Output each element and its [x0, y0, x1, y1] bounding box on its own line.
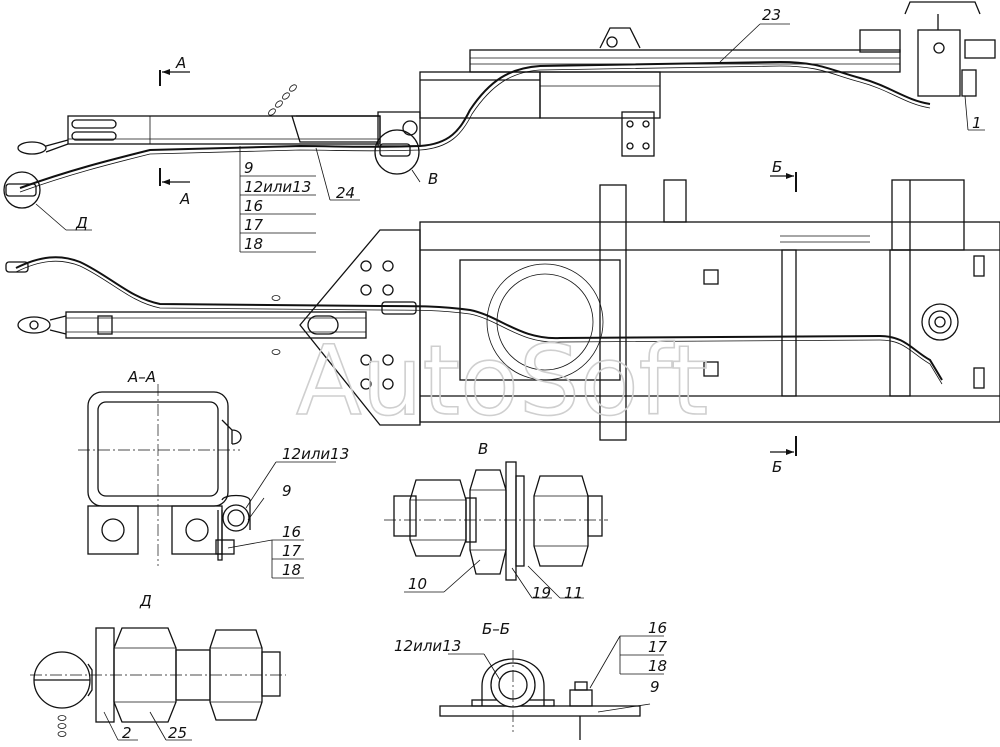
view-bb-title: Б–Б — [482, 620, 510, 638]
label-24: 24 — [336, 184, 355, 202]
brake-hose-plan — [15, 256, 943, 381]
v-nut-left — [409, 479, 467, 557]
watermark: AutoSoft — [296, 325, 708, 437]
bb-stack-17: 17 — [648, 638, 668, 656]
bb-stack-16: 16 — [648, 619, 667, 637]
callout-v-label: В — [428, 170, 438, 188]
section-a-markers — [159, 69, 190, 186]
stack-12or13: 12или13 — [244, 178, 311, 196]
bracket-plate — [621, 111, 655, 157]
stack-9: 9 — [244, 159, 254, 177]
view-v — [384, 461, 608, 599]
aa-label-12or13: 12или13 — [282, 445, 349, 463]
frame-beam — [469, 49, 901, 73]
section-b-bottom: Б — [772, 458, 782, 476]
view-bb — [439, 635, 664, 740]
section-a-bottom: А — [179, 190, 190, 208]
aa-stack-18: 18 — [282, 561, 301, 579]
v-label-11: 11 — [564, 584, 583, 602]
chain-top — [268, 84, 297, 116]
drawbar-body — [67, 115, 381, 145]
section-a-top: А — [175, 54, 186, 72]
section-b-markers — [770, 172, 797, 456]
bb-label-12or13: 12или13 — [394, 637, 461, 655]
view-d-title: Д — [139, 592, 152, 610]
detail-d-callout — [3, 171, 41, 209]
aa-stack-17: 17 — [282, 542, 302, 560]
v-label-10: 10 — [408, 575, 427, 593]
labels: А А Б Б А–А В Д Б–Б В Д 23 1 24 9 12или1… — [75, 6, 982, 742]
d-label-2: 2 — [122, 724, 132, 742]
aa-label-9: 9 — [282, 482, 292, 500]
detail-v-callout — [374, 129, 420, 175]
label-23: 23 — [762, 6, 781, 24]
plan-valve — [921, 303, 959, 341]
frame-left — [419, 71, 541, 119]
label-1: 1 — [972, 114, 982, 132]
aa-stack-16: 16 — [282, 523, 301, 541]
plan-view — [5, 179, 1000, 441]
stack-16: 16 — [244, 197, 263, 215]
callout-d-label: Д — [75, 214, 88, 232]
bb-frame-plate — [439, 705, 641, 717]
top-assembly-view — [3, 1, 996, 209]
view-d — [30, 627, 286, 741]
leaders-top — [35, 23, 985, 231]
aa-hose-section — [222, 504, 250, 532]
brake-valve — [917, 29, 961, 97]
bb-stack-18: 18 — [648, 657, 667, 675]
stack-17: 17 — [244, 216, 264, 234]
v-fitting-10 — [469, 469, 507, 575]
v-label-19: 19 — [532, 584, 551, 602]
leader-stack-main — [239, 146, 316, 253]
view-aa — [78, 384, 336, 579]
plan-frame — [419, 221, 1000, 423]
v-bracket-19 — [505, 461, 517, 581]
bb-nut — [569, 689, 593, 707]
view-v-title: В — [478, 440, 488, 458]
d-fitting-25 — [113, 627, 177, 723]
stack-18: 18 — [244, 235, 263, 253]
view-aa-title: А–А — [127, 368, 156, 386]
brake-hose-top — [19, 60, 931, 189]
d-label-25: 25 — [168, 724, 187, 742]
section-b-top: Б — [772, 158, 782, 176]
plan-drawbar — [65, 311, 367, 339]
v-nut-11 — [533, 475, 589, 567]
bb-label-9: 9 — [650, 678, 660, 696]
